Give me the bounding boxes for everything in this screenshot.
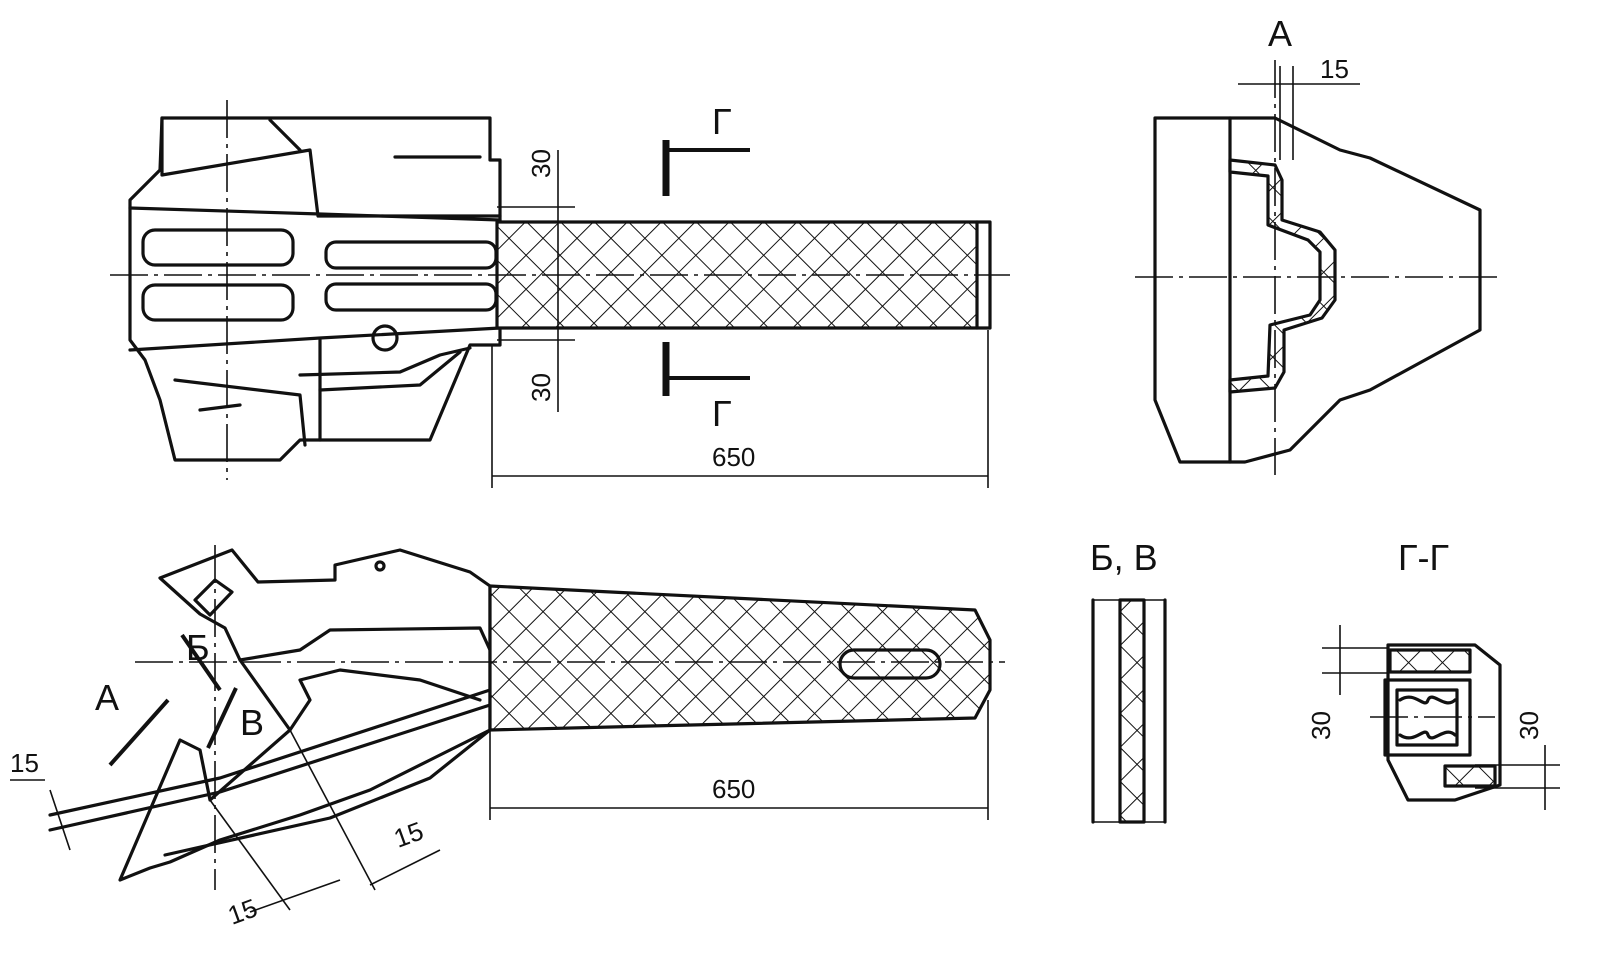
label-view-a: А <box>1268 13 1292 54</box>
dim-side-length: 650 <box>712 774 755 804</box>
label-cut-v: В <box>240 702 264 743</box>
label-arrow-a: А <box>95 677 119 718</box>
label-section-gg: Г-Г <box>1398 537 1449 578</box>
dim-side-bottom-left: 15 <box>224 893 261 931</box>
dim-top-length: 650 <box>712 442 755 472</box>
dim-gg-left: 30 <box>1306 711 1336 740</box>
section-bv: Б, В <box>1090 537 1167 824</box>
label-section-bv: Б, В <box>1090 537 1158 578</box>
side-handle-hatched <box>488 584 992 732</box>
label-cut-g-bottom: Г <box>712 393 732 434</box>
view-a: А 15 <box>1135 13 1500 475</box>
dim-side-left: 15 <box>10 748 39 778</box>
side-view: 650 А Б В 15 15 15 <box>10 545 1005 931</box>
label-cut-b: Б <box>186 627 210 668</box>
dim-top-width-upper: 30 <box>526 149 556 178</box>
dim-top-width-lower: 30 <box>526 373 556 402</box>
dim-view-a-thickness: 15 <box>1320 54 1349 84</box>
section-gg: Г-Г 30 30 <box>1306 537 1560 810</box>
dim-gg-right: 30 <box>1514 711 1544 740</box>
top-view: 30 30 650 Г Г <box>110 100 1010 488</box>
dim-side-bottom-right: 15 <box>390 816 427 854</box>
label-cut-g-top: Г <box>712 101 732 142</box>
